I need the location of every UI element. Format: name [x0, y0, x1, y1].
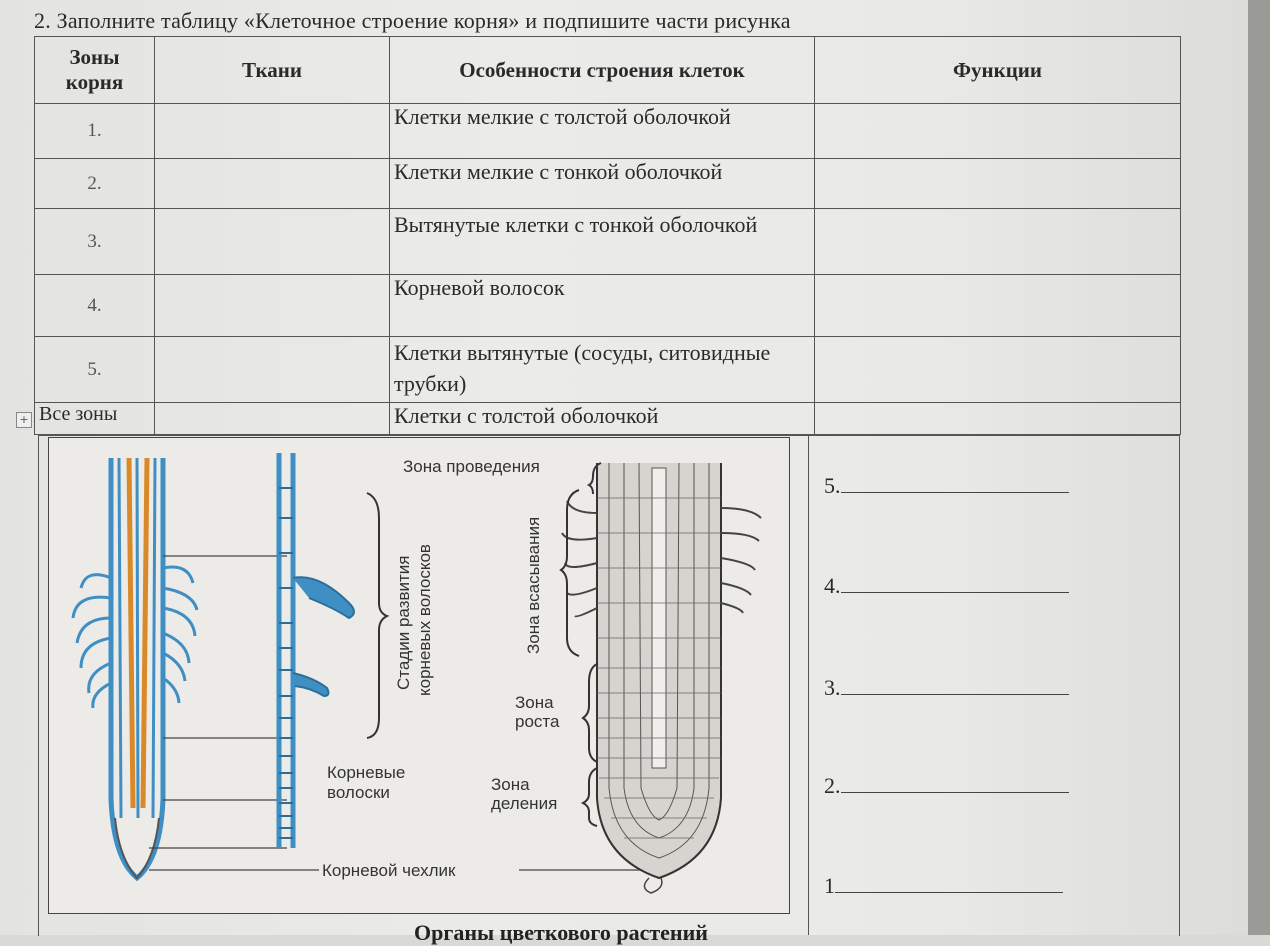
answer-number: 3. [824, 675, 841, 700]
header-tissues: Ткани [154, 36, 390, 104]
answer-line-5[interactable]: 5. [824, 473, 1069, 499]
header-functions: Функции [814, 36, 1181, 104]
table-row: 2. Клетки мелкие с тонкой оболочкой [34, 158, 1181, 209]
label-root-hairs-1: Корневые [327, 763, 405, 782]
stages-brace [366, 492, 390, 739]
function-cell[interactable] [814, 274, 1181, 337]
label-hair-stages-1: Стадии развития [394, 556, 413, 691]
tissue-cell[interactable] [154, 208, 390, 275]
answer-number: 5. [824, 473, 841, 498]
function-cell[interactable] [814, 158, 1181, 209]
tissue-cell[interactable] [154, 158, 390, 209]
answer-line-1[interactable]: 1 [824, 873, 1063, 899]
features-cell: Клетки мелкие с тонкой оболочкой [389, 158, 815, 209]
tissue-cell[interactable] [154, 274, 390, 337]
root-diagram: Зона проведения Зона всасывания Зона рос… [71, 453, 762, 894]
answer-line-2[interactable]: 2. [824, 773, 1069, 799]
table-row: 5. Клетки вытянутые (сосуды, ситовидные … [34, 336, 1181, 403]
function-cell[interactable] [814, 336, 1181, 403]
zone-cell: Все зоны [34, 402, 155, 435]
root-structure-table: Зоны корня Ткани Особенности строения кл… [34, 36, 1181, 435]
header-features: Особенности строения клеток [389, 36, 815, 104]
features-cell: Клетки вытянутые (сосуды, ситовидные тру… [389, 336, 815, 403]
root-hair-stages [276, 453, 355, 848]
task-title: 2. Заполните таблицу «Клеточное строение… [34, 8, 791, 33]
label-division-zone-1: Зона [491, 775, 530, 794]
page-edge [1248, 0, 1270, 935]
zone-cell: 5. [34, 336, 155, 403]
zone-braces [559, 462, 602, 827]
zone-cell: 2. [34, 158, 155, 209]
root-figure: Зона проведения Зона всасывания Зона рос… [48, 437, 790, 914]
table-header-row: Зоны корня Ткани Особенности строения кл… [34, 36, 1181, 104]
zone-cell: 3. [34, 208, 155, 275]
label-root-cap: Корневой чехлик [322, 861, 456, 880]
root-longitudinal-view [71, 457, 199, 882]
label-growth-zone-1: Зона [515, 693, 554, 712]
label-root-hairs-2: волоски [327, 783, 390, 802]
answer-line-4[interactable]: 4. [824, 573, 1069, 599]
guide-lines [149, 555, 649, 871]
table-row: 4. Корневой волосок [34, 274, 1181, 337]
table-row: 3. Вытянутые клетки с тонкой оболочкой [34, 208, 1181, 275]
function-cell[interactable] [814, 208, 1181, 275]
label-growth-zone-2: роста [515, 712, 560, 731]
header-zones: Зоны корня [34, 36, 155, 104]
figure-frame [38, 435, 1180, 936]
label-absorption-zone: Зона всасывания [524, 517, 543, 654]
table-move-handle-icon[interactable]: + [16, 412, 32, 428]
root-tip-section [561, 462, 762, 894]
table-row: Все зоны Клетки с толстой оболочкой [34, 402, 1181, 435]
features-cell: Вытянутые клетки с тонкой оболочкой [389, 208, 815, 275]
tissue-cell[interactable] [154, 336, 390, 403]
tissue-cell[interactable] [154, 103, 390, 159]
answer-number: 1 [824, 873, 835, 898]
next-section-heading: Органы цветкового растений [414, 920, 708, 945]
figure-divider [808, 435, 809, 935]
table-row: 1. Клетки мелкие с толстой оболочкой [34, 103, 1181, 159]
label-conduction-zone: Зона проведения [403, 457, 540, 476]
answer-number: 4. [824, 573, 841, 598]
zone-cell: 4. [34, 274, 155, 337]
answer-number: 2. [824, 773, 841, 798]
tissue-cell[interactable] [154, 402, 390, 435]
features-cell: Клетки с толстой оболочкой [389, 402, 815, 435]
answer-line-3[interactable]: 3. [824, 675, 1069, 701]
zone-cell: 1. [34, 103, 155, 159]
features-cell: Клетки мелкие с толстой оболочкой [389, 103, 815, 159]
features-cell: Корневой волосок [389, 274, 815, 337]
label-division-zone-2: деления [491, 794, 557, 813]
function-cell[interactable] [814, 402, 1181, 435]
function-cell[interactable] [814, 103, 1181, 159]
label-hair-stages-2: корневых волосков [415, 544, 434, 696]
